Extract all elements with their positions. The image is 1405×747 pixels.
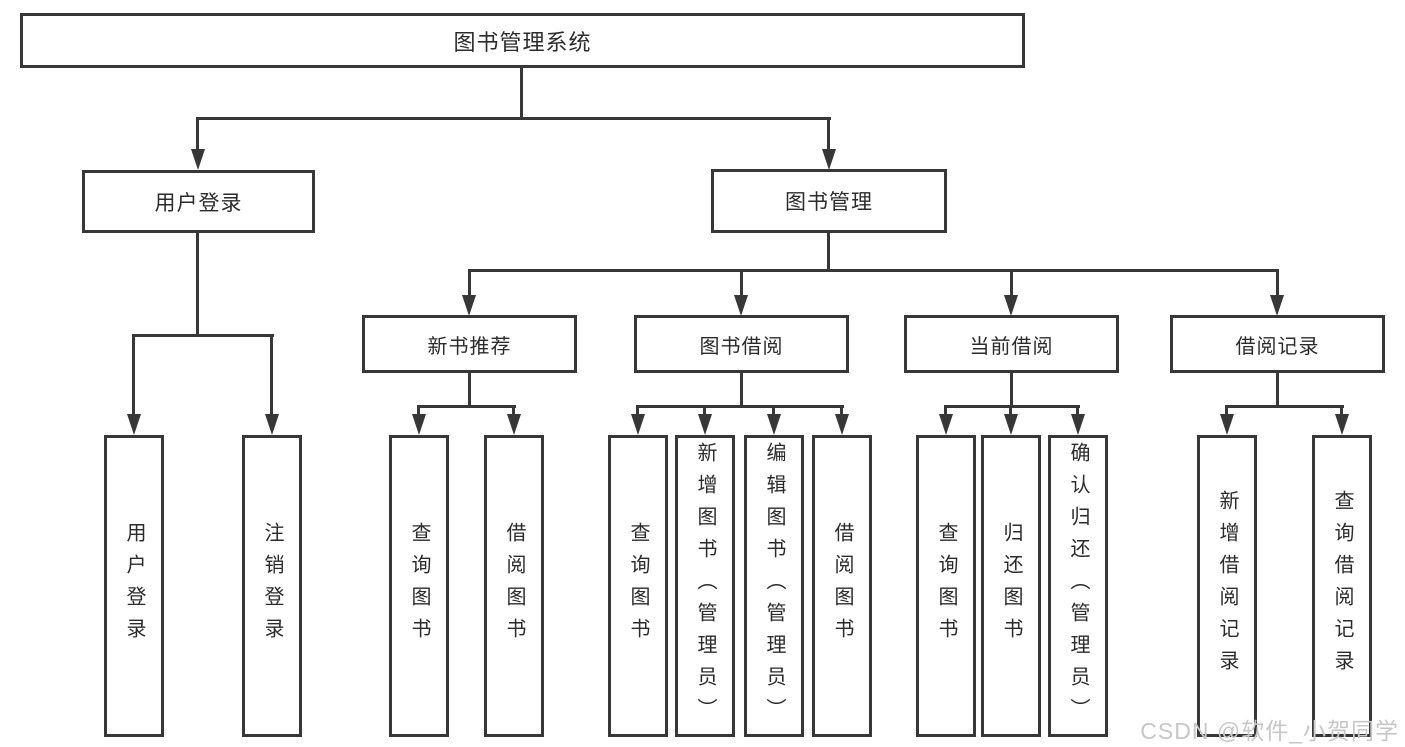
node-user-login: 用户登录 xyxy=(82,170,315,233)
connector-newbook-line xyxy=(468,269,471,299)
connector-stub xyxy=(512,405,515,419)
connector-current-line xyxy=(1010,269,1013,299)
arrow-to-newbook-query xyxy=(412,414,426,435)
arrow-to-book-mgmt xyxy=(822,149,836,170)
node-book-management-label: 图书管理 xyxy=(785,191,873,214)
leaf-current-return-books-label: 归还图书 xyxy=(1000,522,1022,650)
leaf-user-login: 用户登录 xyxy=(104,435,164,737)
connector-records-bar xyxy=(1225,405,1344,408)
connector-stub xyxy=(944,405,947,419)
arrow-to-borrow-add xyxy=(698,414,712,435)
arrow-to-newbook xyxy=(462,295,476,316)
connector-user-login-bar xyxy=(133,334,274,337)
leaf-logout-label: 注销登录 xyxy=(261,522,283,650)
arrow-to-current-query xyxy=(939,414,953,435)
arrow-to-leaf-login xyxy=(127,414,141,435)
connector-borrow-line xyxy=(740,269,743,299)
leaf-current-return-books: 归还图书 xyxy=(981,435,1041,737)
connector-current-bar xyxy=(944,405,1080,408)
connector-borrow-drop xyxy=(740,372,743,408)
leaf-borrow-edit-books-admin-label: 编辑图书（管理员） xyxy=(763,442,785,730)
leaf-borrow-query-books-label: 查询图书 xyxy=(627,522,649,650)
leaf-records-query-record: 查询借阅记录 xyxy=(1312,435,1372,737)
leaf-newbook-borrow-books-label: 借阅图书 xyxy=(503,522,525,650)
connector-book-mgmt-drop xyxy=(827,232,830,272)
connector-leaf-login-line xyxy=(132,334,135,418)
leaf-current-query-books: 查询图书 xyxy=(916,435,976,737)
leaf-borrow-borrow-books: 借阅图书 xyxy=(812,435,872,737)
node-root-label: 图书管理系统 xyxy=(453,29,592,55)
node-root: 图书管理系统 xyxy=(20,13,1025,68)
leaf-current-confirm-return-admin-label: 确认归还（管理员） xyxy=(1067,442,1089,730)
leaf-records-add-record: 新增借阅记录 xyxy=(1197,435,1257,737)
node-current-borrow: 当前借阅 xyxy=(904,315,1119,373)
arrow-to-current-return xyxy=(1004,414,1018,435)
connector-stub xyxy=(772,405,775,419)
leaf-user-login-label: 用户登录 xyxy=(123,522,145,650)
leaf-current-confirm-return-admin: 确认归还（管理员） xyxy=(1048,435,1108,737)
connector-level3-bar xyxy=(468,269,1279,272)
connector-stub xyxy=(417,405,420,419)
leaf-newbook-query-books: 查询图书 xyxy=(389,435,449,737)
connector-stub xyxy=(1009,405,1012,419)
node-new-book-recommend: 新书推荐 xyxy=(362,315,577,373)
connector-records-drop xyxy=(1276,372,1279,408)
leaf-borrow-add-books-admin: 新增图书（管理员） xyxy=(675,435,735,737)
connector-stub xyxy=(703,405,706,419)
leaf-records-query-record-label: 查询借阅记录 xyxy=(1331,490,1353,682)
arrow-to-records-add xyxy=(1220,414,1234,435)
node-current-borrow-label: 当前借阅 xyxy=(969,335,1054,358)
connector-stub xyxy=(1340,405,1343,419)
node-book-management: 图书管理 xyxy=(711,169,947,233)
leaf-borrow-edit-books-admin: 编辑图书（管理员） xyxy=(744,435,804,737)
arrow-to-leaf-logout xyxy=(265,414,279,435)
arrow-to-user-login xyxy=(191,149,205,170)
arrow-to-borrow-borrow xyxy=(835,414,849,435)
node-borrow-records-label: 借阅记录 xyxy=(1235,335,1320,358)
node-borrow-records: 借阅记录 xyxy=(1170,315,1385,373)
node-book-borrow-label: 图书借阅 xyxy=(699,335,784,358)
arrow-to-borrow-edit xyxy=(767,414,781,435)
leaf-newbook-borrow-books: 借阅图书 xyxy=(484,435,544,737)
node-book-borrow: 图书借阅 xyxy=(634,315,849,373)
connector-stub xyxy=(1076,405,1079,419)
arrow-to-borrow-query xyxy=(631,414,645,435)
leaf-newbook-query-books-label: 查询图书 xyxy=(408,522,430,650)
arrow-to-current-confirm xyxy=(1071,414,1085,435)
connector-stub xyxy=(636,405,639,419)
arrow-to-records-query xyxy=(1335,414,1349,435)
leaf-borrow-add-books-admin-label: 新增图书（管理员） xyxy=(694,442,716,730)
connector-book-mgmt-line xyxy=(827,117,830,153)
connector-user-login-line xyxy=(196,117,199,153)
connector-borrow-bar xyxy=(636,405,844,408)
connector-user-login-drop xyxy=(196,233,199,337)
connector-newbook-bar xyxy=(417,405,516,408)
connector-current-drop xyxy=(1010,372,1013,408)
arrow-to-newbook-borrow xyxy=(507,414,521,435)
arrow-to-borrow xyxy=(734,295,748,316)
arrow-to-current xyxy=(1004,295,1018,316)
leaf-borrow-query-books: 查询图书 xyxy=(608,435,668,737)
leaf-logout: 注销登录 xyxy=(242,435,302,737)
connector-root-drop xyxy=(520,68,523,119)
arrow-to-records xyxy=(1270,295,1284,316)
connector-root-bar xyxy=(197,117,831,120)
connector-leaf-logout-line xyxy=(270,334,273,418)
node-new-book-recommend-label: 新书推荐 xyxy=(427,335,512,358)
connector-records-line xyxy=(1276,269,1279,299)
leaf-current-query-books-label: 查询图书 xyxy=(935,522,957,650)
connector-newbook-drop xyxy=(468,372,471,408)
connector-stub xyxy=(1225,405,1228,419)
node-user-login-label: 用户登录 xyxy=(154,191,243,215)
csdn-watermark: CSDN @软件_小贺同学 xyxy=(1140,718,1399,744)
leaf-borrow-borrow-books-label: 借阅图书 xyxy=(831,522,853,650)
leaf-records-add-record-label: 新增借阅记录 xyxy=(1216,490,1238,682)
connector-stub xyxy=(840,405,843,419)
